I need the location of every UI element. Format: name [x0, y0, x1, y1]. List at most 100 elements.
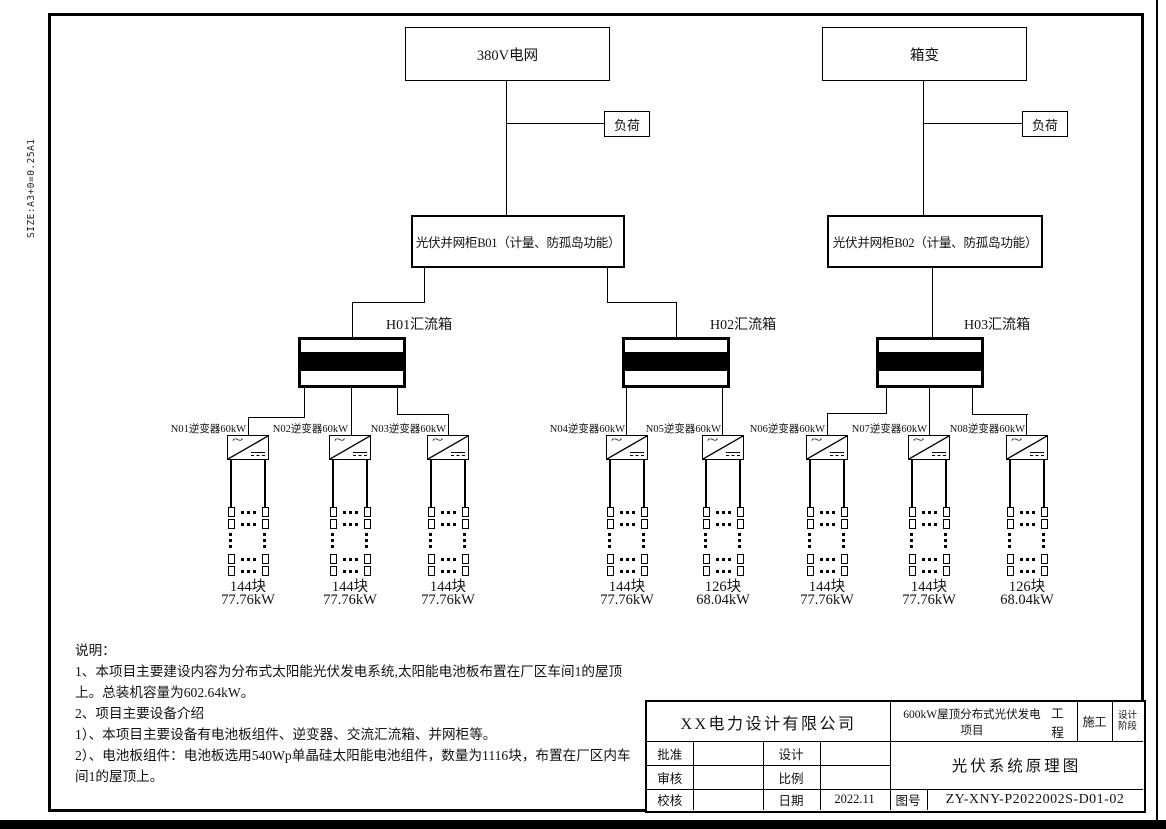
pv-module: [1006, 507, 1014, 517]
pv-module: [640, 566, 648, 576]
connector-wire: [886, 388, 888, 414]
ellipsis-dots: [944, 533, 947, 536]
check-label: 校核: [657, 794, 683, 808]
load-box-left: 负荷: [604, 111, 650, 137]
titleblock-line: [1076, 702, 1078, 741]
array-power: 68.04kW: [1000, 592, 1054, 608]
inverter-symbol: ~: [427, 433, 469, 460]
pv-module: [363, 507, 371, 517]
pv-inverter-unit: N05逆变器60kW ~ 126块 68.04kW: [646, 420, 783, 616]
drawing-no: ZY-XNY-P2022002S-D01-02: [945, 791, 1125, 807]
connector-wire: [397, 388, 399, 415]
inverter-diagonal: [330, 436, 370, 459]
project-cell: 600kW屋顶分布式光伏发电项目 工程: [890, 702, 1077, 741]
combiner-box-h01: [298, 337, 406, 388]
date-label: 日期: [778, 794, 804, 808]
ac-wave-icon: ~: [913, 433, 925, 448]
connector-wire: [923, 81, 925, 215]
ac-wave-icon: ~: [1011, 433, 1023, 448]
scale-label: 比例: [778, 771, 804, 786]
pv-module: [840, 519, 848, 529]
pv-module: [702, 554, 710, 564]
dc-symbol-icon: [451, 451, 465, 456]
ac-wave-icon: ~: [611, 433, 623, 448]
pv-module: [461, 554, 469, 564]
ac-wave-icon: ~: [811, 433, 823, 448]
pv-module: [329, 566, 337, 576]
dc-wire-right: [366, 460, 368, 507]
pv-module: [1006, 554, 1014, 564]
pv-module: [427, 554, 435, 564]
approve-label: 批准: [657, 747, 683, 762]
notes-line: 1、本项目主要建设内容为分布式太阳能光伏发电系统,太阳能电池板布置在厂区车间1的…: [75, 664, 623, 679]
pv-inverter-unit: N08逆变器60kW ~ 126块 68.04kW: [950, 420, 1087, 616]
pv-module: [329, 519, 337, 529]
combiner-box-h02: [622, 337, 730, 388]
pv-module: [942, 507, 950, 517]
ellipsis-dots: [342, 569, 346, 573]
connector-wire: [507, 123, 604, 125]
ellipsis-dots: [715, 510, 719, 514]
pv-module: [806, 566, 814, 576]
pv-module: [806, 554, 814, 564]
dc-wire-left: [705, 460, 707, 507]
ellipsis-dots: [240, 569, 244, 573]
ellipsis-dots: [819, 522, 823, 526]
ellipsis-dots: [342, 510, 346, 514]
dc-wire-left: [332, 460, 334, 507]
ellipsis-dots: [1019, 510, 1023, 514]
titleblock-line: [889, 702, 891, 810]
pv-module: [1040, 554, 1048, 564]
pv-module: [702, 566, 710, 576]
connector-wire: [929, 388, 931, 435]
ellipsis-dots: [619, 522, 623, 526]
design-label: 设计: [778, 747, 804, 762]
ellipsis-dots: [342, 522, 346, 526]
connector-wire: [973, 414, 1028, 416]
pv-module: [1040, 566, 1048, 576]
drawing-title: 光伏系统原理图: [951, 758, 1082, 775]
review-label: 审核: [657, 771, 683, 786]
pv-module: [840, 507, 848, 517]
dc-symbol-icon: [353, 451, 367, 456]
inverter-symbol: ~: [227, 433, 269, 460]
titleblock-line: [647, 765, 890, 767]
pv-module: [329, 507, 337, 517]
notes-line: 上。总装机容量为602.64kW。: [75, 685, 255, 700]
module-count: 144块: [910, 579, 948, 595]
pv-module: [227, 554, 235, 564]
titleblock-line: [819, 741, 821, 810]
pv-module: [640, 519, 648, 529]
inverter-label: N04逆变器60kW: [549, 424, 625, 435]
ellipsis-dots: [342, 557, 346, 561]
ellipsis-dots: [921, 510, 925, 514]
module-count: 144块: [229, 579, 267, 595]
stage-label-line1: 设计: [1117, 710, 1137, 721]
dc-wire-left: [911, 460, 913, 507]
busbar-band: [879, 352, 981, 371]
dc-wire-left: [230, 460, 232, 507]
dc-symbol-icon: [251, 451, 265, 456]
stage-value: 施工: [1082, 715, 1107, 729]
ellipsis-dots: [619, 569, 623, 573]
date-value: 2022.11: [834, 792, 875, 806]
notes-block: 说明： 1、本项目主要建设内容为分布式太阳能光伏发电系统,太阳能电池板布置在厂区…: [75, 640, 631, 787]
dc-wire-right: [739, 460, 741, 507]
connector-wire: [626, 388, 628, 435]
dc-symbol-icon: [726, 451, 740, 456]
ellipsis-dots: [229, 533, 232, 536]
pv-module: [261, 566, 269, 576]
ac-wave-icon: ~: [232, 433, 244, 448]
pv-module: [427, 566, 435, 576]
pv-inverter-unit: N01逆变器60kW ~ 144块 77.76kW: [171, 420, 308, 616]
inverter-diagonal: [807, 436, 847, 459]
project-name: 600kW屋顶分布式光伏发电项目: [903, 708, 1041, 737]
ellipsis-dots: [921, 557, 925, 561]
notes-line: 间1的屋顶上。: [75, 769, 164, 784]
ellipsis-dots: [910, 533, 913, 536]
pv-module: [736, 519, 744, 529]
title-block: XX电力设计有限公司 600kW屋顶分布式光伏发电项目 工程 施工 设计 阶段 …: [645, 700, 1146, 813]
pv-module: [1006, 566, 1014, 576]
inverter-label: N02逆变器60kW: [272, 424, 348, 435]
ellipsis-dots: [263, 533, 266, 536]
